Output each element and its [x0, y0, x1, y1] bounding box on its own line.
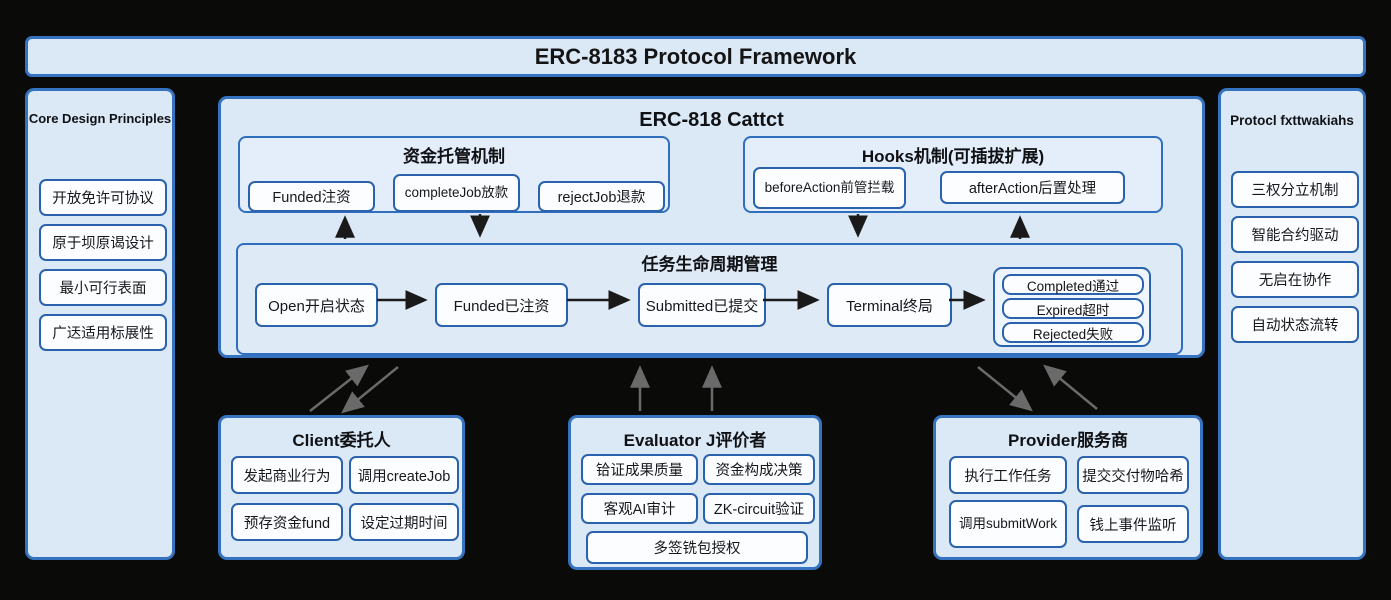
principle-node: 开放免许可协议	[39, 179, 167, 216]
principle-node: 原于坝原谒设计	[39, 224, 167, 261]
hooks-title: Hooks机制(可插拔扩展)	[861, 147, 1045, 166]
evaluator-title: Evaluator J评价者	[623, 431, 767, 450]
evaluator-node: 客观AI审计	[581, 493, 698, 524]
state-node: Submitted已提交	[638, 283, 766, 327]
evaluator-actor-panel: Evaluator J评价者 铪证成果质量 资金构成决策 客观AI审计 ZK-c…	[568, 415, 822, 570]
state-node: Funded已注资	[435, 283, 568, 327]
client-node: 设定过期时间	[349, 503, 459, 541]
core-design-principles-panel: Core Design Principles 开放免许可协议 原于坝原谒设计 最…	[25, 88, 175, 560]
feature-node: 三权分立机制	[1231, 171, 1359, 208]
provider-node: 提交交付物哈希	[1077, 456, 1189, 494]
evaluator-node: 资金构成决策	[703, 454, 815, 485]
outcome-node: Expired超时	[1002, 298, 1144, 319]
provider-actor-panel: Provider服务商 执行工作任务 提交交付物哈希 调用submitWork …	[933, 415, 1203, 560]
evaluator-node: 铪证成果质量	[581, 454, 698, 485]
actor-connector-arrow	[309, 364, 1098, 414]
outcome-node: Rejected失败	[1002, 322, 1144, 343]
lifecycle-title: 任务生命周期管理	[641, 255, 778, 274]
client-actor-panel: Client委托人 发起商业行为 调用createJob 预存资金fund 设定…	[218, 415, 465, 560]
feature-node: 智能合约驱动	[1231, 216, 1359, 253]
core-design-principles-title: Core Design Principles	[28, 111, 172, 126]
escrow-node: rejectJob退款	[538, 181, 665, 212]
contract-panel: ERC-818 Cattct 资金托管机制 Funded注资 completeJ…	[218, 96, 1205, 358]
principle-node: 广迗适用标展性	[39, 314, 167, 351]
escrow-section: 资金托管机制 Funded注资 completeJob放款 rejectJob退…	[238, 136, 670, 213]
state-node: Open开启状态	[255, 283, 378, 327]
outcome-node: Completed通过	[1002, 274, 1144, 295]
feature-node: 自动状态流转	[1231, 306, 1359, 343]
client-title: Client委托人	[292, 431, 391, 450]
hook-node: beforeAction前管拦载	[753, 167, 906, 209]
page-title: ERC-8183 Protocol Framework	[534, 43, 857, 69]
provider-node: 执行工作任务	[949, 456, 1067, 494]
lifecycle-section: 任务生命周期管理 Open开启状态 Funded已注资 Submitted已提交…	[236, 243, 1183, 355]
protocol-features-title: Protocl fxttwakiahs	[1230, 113, 1354, 128]
provider-node: 钱上事件监听	[1077, 505, 1189, 543]
protocol-features-panel: Protocl fxttwakiahs 三权分立机制 智能合约驱动 无启在协作 …	[1218, 88, 1366, 560]
escrow-title: 资金托管机制	[403, 147, 505, 166]
provider-node: 调用submitWork	[949, 500, 1067, 548]
state-node: Terminal终局	[827, 283, 952, 327]
evaluator-node: 多签铣包授权	[586, 531, 808, 564]
feature-node: 无启在协作	[1231, 261, 1359, 298]
hooks-section: Hooks机制(可插拔扩展) beforeAction前管拦载 afterAct…	[743, 136, 1163, 213]
contract-title: ERC-818 Cattct	[639, 109, 784, 131]
escrow-node: completeJob放款	[393, 174, 520, 212]
client-node: 发起商业行为	[231, 456, 343, 494]
hook-node: afterAction后置处理	[940, 171, 1125, 204]
evaluator-node: ZK-circuit验证	[703, 493, 815, 524]
principle-node: 最小可行表面	[39, 269, 167, 306]
provider-title: Provider服务商	[1008, 431, 1128, 450]
terminal-outcomes-group: Completed通过 Expired超时 Rejected失败	[993, 267, 1151, 347]
client-node: 调用createJob	[349, 456, 459, 494]
framework-title-banner: ERC-8183 Protocol Framework	[25, 36, 1366, 77]
client-node: 预存资金fund	[231, 503, 343, 541]
escrow-node: Funded注资	[248, 181, 375, 212]
